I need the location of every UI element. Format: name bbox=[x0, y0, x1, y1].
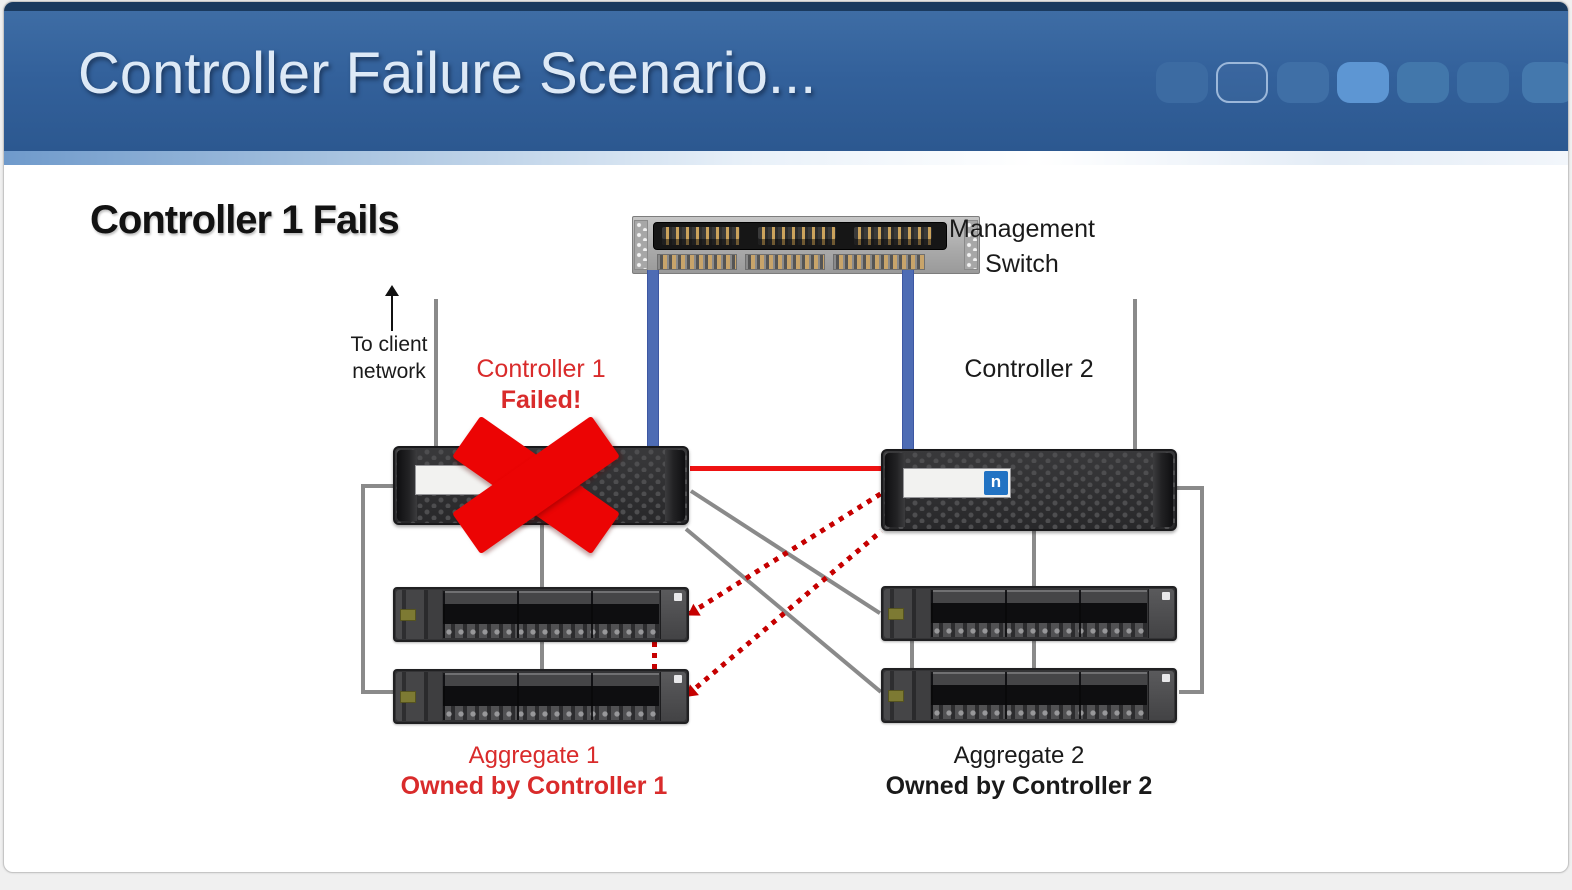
netapp-logo: n bbox=[984, 471, 1008, 495]
aggregate1-shelf2 bbox=[393, 669, 689, 724]
loop-bracket-right-vertical bbox=[1200, 486, 1204, 694]
aggregate2-name: Aggregate 2 bbox=[953, 742, 1085, 769]
drive-bays bbox=[443, 591, 659, 638]
drive-bays bbox=[443, 673, 659, 720]
loop-bracket-right-top bbox=[1174, 486, 1204, 490]
presentation-slide: Controller Failure Scenario... Controlle… bbox=[3, 1, 1569, 873]
controller1-status: Failed! bbox=[500, 386, 582, 414]
header-deco-tab-3 bbox=[1277, 62, 1329, 103]
client-network-label: To client network bbox=[350, 333, 428, 383]
connector-right-shelf1-shelf2-a bbox=[1032, 638, 1036, 670]
slide-title: Controller Failure Scenario... bbox=[78, 41, 817, 106]
drive-bays bbox=[931, 590, 1147, 637]
management-switch-label: Management Switch bbox=[949, 215, 1095, 278]
shelf-logo-chip bbox=[1162, 592, 1170, 600]
header-deco-tab-4 bbox=[1337, 62, 1389, 103]
shelf-logo-chip bbox=[1162, 674, 1170, 682]
aggregate2-caption: Aggregate 2 Owned by Controller 2 bbox=[868, 740, 1170, 802]
shelf-id-tag bbox=[400, 690, 416, 703]
switch-port-bank-bottom bbox=[657, 254, 737, 270]
controller2-name: Controller 2 bbox=[964, 355, 1094, 383]
controller2-appliance: n bbox=[881, 449, 1177, 531]
loop-bracket-left-bottom bbox=[361, 690, 397, 694]
client-network-line-controller1 bbox=[434, 299, 438, 450]
loop-bracket-left-top bbox=[361, 484, 397, 488]
aggregate2-shelf2 bbox=[881, 668, 1177, 723]
header-shine-strip bbox=[4, 151, 1568, 165]
loop-bracket-left-vertical bbox=[361, 484, 365, 692]
aggregate1-shelf1 bbox=[393, 587, 689, 642]
header-deco-tab-7 bbox=[1522, 62, 1568, 103]
shelf-id-tag bbox=[888, 607, 904, 620]
controller1-name: Controller 1 bbox=[476, 355, 606, 383]
controller2-nameplate: n bbox=[903, 468, 1011, 498]
rack-ear-left bbox=[634, 220, 648, 270]
rack-ear-right bbox=[964, 220, 978, 270]
switch-port-bank-top bbox=[653, 222, 947, 250]
header-top-strip bbox=[4, 2, 1568, 11]
connector-controller2-shelf1 bbox=[1032, 530, 1036, 588]
client-network-line-controller2 bbox=[1133, 299, 1137, 452]
port-group bbox=[854, 227, 932, 245]
port-group bbox=[758, 227, 836, 245]
connector-right-shelf1-shelf2-b bbox=[910, 638, 914, 670]
connector-left-shelf1-shelf2 bbox=[540, 640, 544, 671]
section-heading: Controller 1 Fails bbox=[90, 198, 400, 242]
bezel-handle-right bbox=[665, 450, 685, 521]
header-deco-tab-6 bbox=[1457, 62, 1509, 103]
drive-bays bbox=[931, 672, 1147, 719]
port-group bbox=[662, 227, 740, 245]
bezel-handle-left bbox=[397, 450, 417, 521]
shelf-logo-chip bbox=[674, 675, 682, 683]
connector-controller1-shelf1 bbox=[540, 523, 544, 589]
bezel-handle-right bbox=[1153, 453, 1173, 527]
switch-port-bank-bottom bbox=[833, 254, 925, 270]
header-deco-tab-5 bbox=[1397, 62, 1449, 103]
loop-bracket-right-bottom bbox=[1179, 690, 1204, 694]
switch-port-bank-bottom bbox=[745, 254, 825, 270]
takeover-path-shelf1-shelf2 bbox=[652, 642, 657, 670]
management-switch-graphic bbox=[632, 216, 980, 274]
aggregate2-shelf1 bbox=[881, 586, 1177, 641]
controller2-caption: Controller 2 bbox=[928, 354, 1130, 385]
header-deco-tab-2 bbox=[1216, 62, 1268, 103]
shelf-id-tag bbox=[400, 608, 416, 621]
bezel-handle-left bbox=[885, 453, 905, 527]
aggregate1-owner: Owned by Controller 1 bbox=[400, 772, 668, 800]
cable-switch-to-controller1 bbox=[647, 270, 659, 452]
shelf-logo-chip bbox=[674, 593, 682, 601]
arrow-up-icon bbox=[384, 285, 400, 331]
aggregate2-owner: Owned by Controller 2 bbox=[885, 772, 1153, 800]
ha-interconnect-line-failed bbox=[690, 466, 882, 471]
aggregate1-caption: Aggregate 1 Owned by Controller 1 bbox=[383, 740, 685, 802]
aggregate1-name: Aggregate 1 bbox=[468, 742, 600, 769]
shelf-id-tag bbox=[888, 689, 904, 702]
controller1-caption: Controller 1 Failed! bbox=[440, 354, 642, 416]
cable-switch-to-controller2 bbox=[902, 270, 914, 454]
header-deco-tab-1 bbox=[1156, 62, 1208, 103]
